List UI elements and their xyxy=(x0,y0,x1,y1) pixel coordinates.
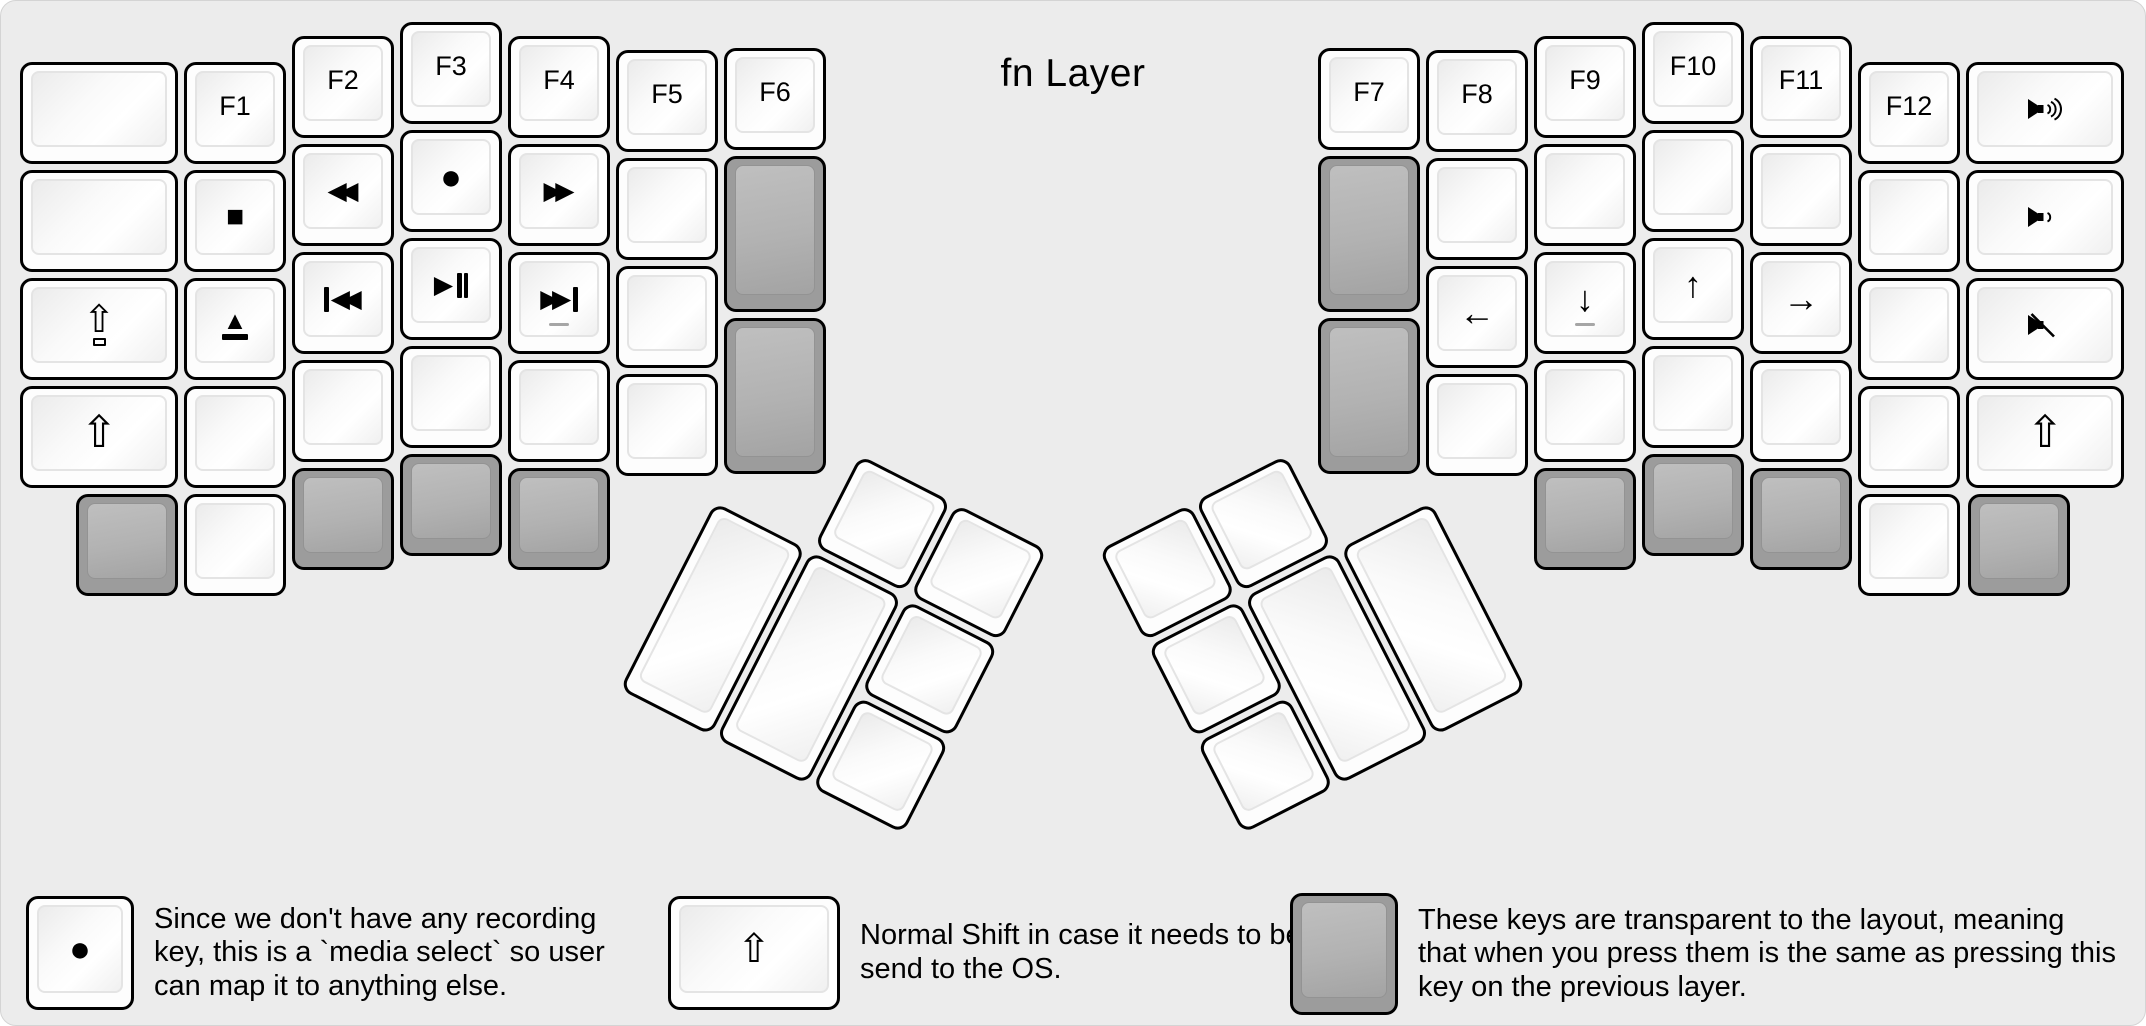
legend-text-record: Since we don't have any recording key, t… xyxy=(154,902,605,1002)
key-rewind: ◀◀ xyxy=(292,144,394,246)
key-blank-l-c0-r1 xyxy=(20,170,178,272)
key-blank-r-c4-r3 xyxy=(1750,360,1852,462)
key-transparent-r-inner-tall-0 xyxy=(1318,156,1420,312)
key-blank-r-c5-r3 xyxy=(1858,386,1960,488)
key-blank-r-c5-r2 xyxy=(1858,278,1960,380)
key-blank-l-c5-r1 xyxy=(616,158,718,260)
shift-key-icon: ⇧ xyxy=(668,896,840,1010)
key-f3: F3 xyxy=(400,22,502,124)
legend-text-transparent: These keys are transparent to the layout… xyxy=(1418,903,2116,1003)
key-arrow-left: ← xyxy=(1426,266,1528,368)
record-key-icon: ● xyxy=(26,896,134,1010)
key-f2: F2 xyxy=(292,36,394,138)
key-stop: ■ xyxy=(184,170,286,272)
legend-item-record: ● Since we don't have any recording key,… xyxy=(26,896,624,1010)
key-f1: F1 xyxy=(184,62,286,164)
key-fast-forward: ▶▶ xyxy=(508,144,610,246)
key-blank-r-c3-r1 xyxy=(1642,130,1744,232)
key-blank-r-c4-r1 xyxy=(1750,144,1852,246)
key-f11: F11 xyxy=(1750,36,1852,138)
key-blank-l-c2-r3 xyxy=(292,360,394,462)
key-blank-l-c1-r3 xyxy=(184,386,286,488)
key-transparent-l-bottom-4 xyxy=(508,468,610,570)
key-play-pause: ▶ xyxy=(400,238,502,340)
key-transparent-l-inner-tall-0 xyxy=(724,156,826,312)
key-prev-track: ◀◀ xyxy=(292,252,394,354)
key-blank-l-c4-r3 xyxy=(508,360,610,462)
key-f8: F8 xyxy=(1426,50,1528,152)
legend-item-shift: ⇧ Normal Shift in case it needs to be se… xyxy=(668,896,1320,1010)
key-shift-left: ⇧ xyxy=(20,386,178,488)
key-transparent-l-inner-tall-1 xyxy=(724,318,826,474)
key-eject: ▲ xyxy=(184,278,286,380)
key-blank-l-c0-r0 xyxy=(20,62,178,164)
key-arrow-up: ↑ xyxy=(1642,238,1744,340)
key-f12: F12 xyxy=(1858,62,1960,164)
key-caps-lock: ⇧ xyxy=(20,278,178,380)
key-blank-r-c1-r3 xyxy=(1426,374,1528,476)
key-blank-r-c2-r3 xyxy=(1534,360,1636,462)
key-transparent-r-bottom-4 xyxy=(1968,494,2070,596)
key-transparent-r-inner-tall-1 xyxy=(1318,318,1420,474)
layer-title: fn Layer xyxy=(1000,52,1146,95)
key-blank-r-bottom-3 xyxy=(1858,494,1960,596)
key-blank-l-c5-r3 xyxy=(616,374,718,476)
key-transparent-l-bottom-2 xyxy=(292,468,394,570)
legend-text-shift: Normal Shift in case it needs to be send… xyxy=(860,919,1302,985)
key-transparent-r-bottom-1 xyxy=(1642,454,1744,556)
key-f10: F10 xyxy=(1642,22,1744,124)
key-blank-l-c5-r2 xyxy=(616,266,718,368)
key-transparent-r-bottom-0 xyxy=(1534,468,1636,570)
key-blank-r-c3-r3 xyxy=(1642,346,1744,448)
key-f5: F5 xyxy=(616,50,718,152)
key-mute xyxy=(1966,278,2124,380)
transparent-key-icon xyxy=(1290,893,1398,1015)
key-f9: F9 xyxy=(1534,36,1636,138)
key-f6: F6 xyxy=(724,48,826,150)
key-volume-down xyxy=(1966,170,2124,272)
key-arrow-right: → xyxy=(1750,252,1852,354)
key-blank-l-c3-r3 xyxy=(400,346,502,448)
key-blank-r-c2-r1 xyxy=(1534,144,1636,246)
key-f7: F7 xyxy=(1318,48,1420,150)
key-media-select-record: ● xyxy=(400,130,502,232)
key-next-track: ▶▶ xyxy=(508,252,610,354)
key-blank-l-bottom-1 xyxy=(184,494,286,596)
key-transparent-r-bottom-2 xyxy=(1750,468,1852,570)
key-arrow-down: ↓ xyxy=(1534,252,1636,354)
legend-item-transparent: These keys are transparent to the layout… xyxy=(1290,893,2118,1015)
key-transparent-l-bottom-3 xyxy=(400,454,502,556)
key-shift-right: ⇧ xyxy=(1966,386,2124,488)
key-blank-r-c1-r1 xyxy=(1426,158,1528,260)
key-transparent-l-bottom-0 xyxy=(76,494,178,596)
key-f4: F4 xyxy=(508,36,610,138)
key-blank-r-c5-r1 xyxy=(1858,170,1960,272)
key-volume-up xyxy=(1966,62,2124,164)
